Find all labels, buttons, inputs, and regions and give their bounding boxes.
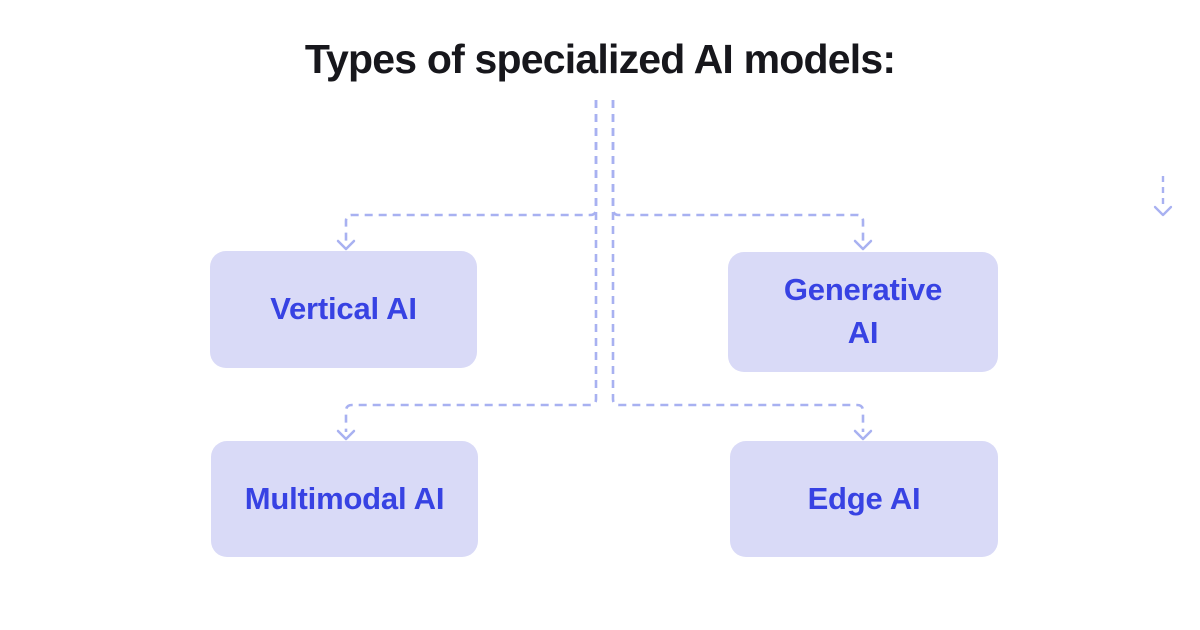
diagram-title: Types of specialized AI models:: [304, 36, 896, 82]
connector-vertical-ai: [344, 100, 598, 242]
node-generative-ai-label: Generative AI: [783, 272, 943, 350]
node-vertical-ai: Vertical AI: [210, 251, 477, 368]
node-edge-ai-label: Edge AI: [807, 480, 921, 516]
node-multimodal-ai: Multimodal AI: [211, 441, 478, 557]
arrowhead-multimodal-ai-icon: [336, 429, 356, 441]
node-vertical-ai-label: Vertical AI: [270, 291, 417, 327]
node-generative-ai: Generative AI: [728, 252, 998, 372]
arrowhead-edge-ai-icon: [853, 429, 873, 441]
arrowhead-generative-ai-icon: [853, 239, 873, 251]
node-edge-ai: Edge AI: [730, 441, 998, 557]
right-margin-down-arrow-icon: [1153, 205, 1173, 217]
arrowhead-vertical-ai-icon: [336, 239, 356, 251]
connector-generative-ai: [611, 100, 865, 242]
node-multimodal-ai-label: Multimodal AI: [244, 480, 445, 516]
